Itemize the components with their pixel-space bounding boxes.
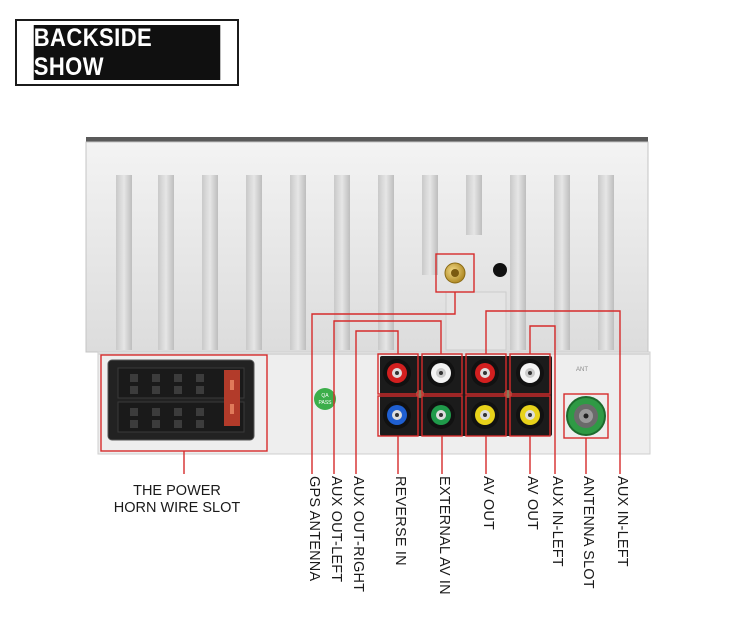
qa-badge-line1: QA <box>321 393 329 399</box>
label-av-out-1: AV OUT <box>480 476 496 531</box>
label-aux-out-left: AUX OUT-LEFT <box>328 476 344 583</box>
gps-sma-connector <box>444 262 507 284</box>
banner: BACKSIDE SHOW <box>15 19 239 86</box>
antenna-jack <box>566 396 606 436</box>
qa-pass-badge: QA PASS <box>314 388 336 410</box>
label-antenna-slot: ANTENNA SLOT <box>580 476 596 589</box>
label-gps-antenna: GPS ANTENNA <box>306 476 322 582</box>
label-aux-in-left-2: AUX IN-LEFT <box>614 476 630 567</box>
callout-leaders <box>183 292 621 474</box>
label-av-out-2: AV OUT <box>524 476 540 531</box>
rca-top-row <box>383 359 544 387</box>
label-power-horn-wire-slot: THE POWER HORN WIRE SLOT <box>92 483 262 517</box>
heatsink-fins <box>116 175 614 351</box>
label-reverse-in: REVERSE IN <box>392 476 408 566</box>
label-external-av-in: EXTERNAL AV IN <box>436 476 452 595</box>
label-power-line2: HORN WIRE SLOT <box>113 500 241 516</box>
label-aux-out-right: AUX OUT-RIGHT <box>350 476 366 593</box>
rca-bottom-row <box>383 401 544 429</box>
power-harness-connector <box>107 359 255 441</box>
label-aux-in-left-1: AUX IN-LEFT <box>549 476 565 567</box>
qa-badge-line2: PASS <box>319 400 333 406</box>
ant-mark: ANT <box>576 367 588 373</box>
device-top-edge <box>86 137 648 143</box>
banner-title: BACKSIDE SHOW <box>33 24 221 81</box>
label-power-line1: THE POWER <box>133 483 221 499</box>
